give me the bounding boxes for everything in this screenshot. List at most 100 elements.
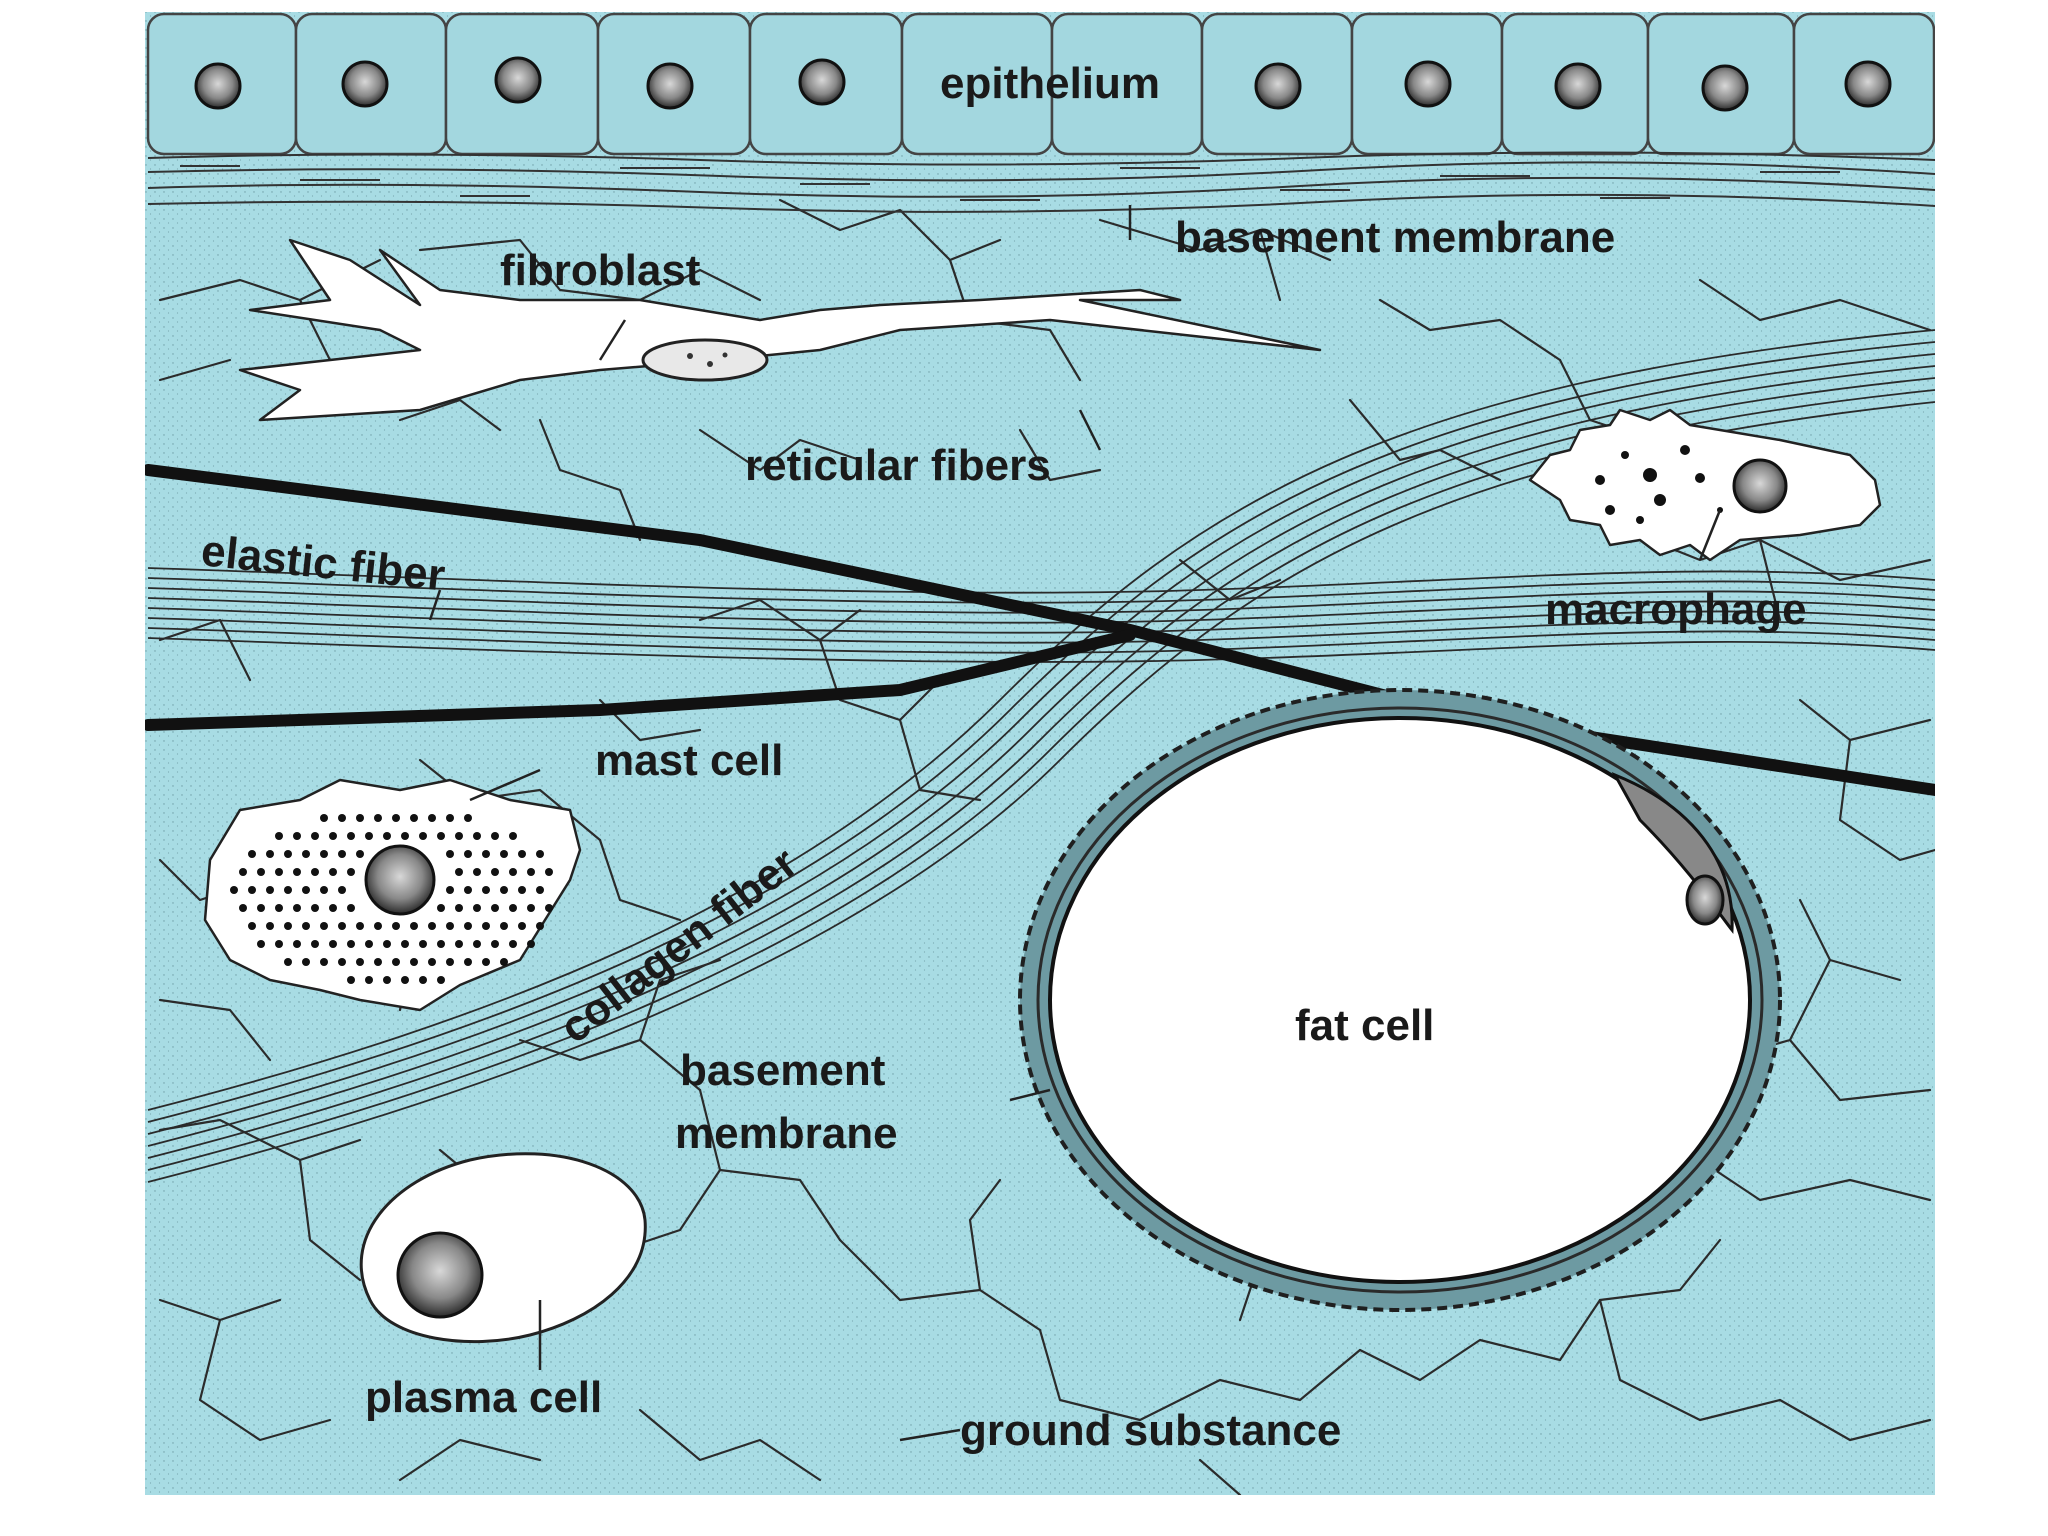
mast-cell-granule	[527, 904, 535, 912]
mast-cell-granule	[527, 868, 535, 876]
basement-membrane-top	[147, 151, 1935, 213]
mast-cell-granule	[284, 922, 292, 930]
mast-cell-granule	[482, 958, 490, 966]
macrophage-cell	[1528, 408, 1882, 562]
mast-cell-granule	[311, 832, 319, 840]
mast-cell-granule	[518, 922, 526, 930]
mast-cell-granule	[293, 832, 301, 840]
epithelium-nucleus	[1701, 64, 1749, 112]
mast-cell-granule	[347, 940, 355, 948]
label-epithelium: epithelium	[940, 59, 1160, 108]
epithelium-nucleus	[1404, 60, 1452, 108]
mast-cell-granule	[383, 976, 391, 984]
mast-cell-granule	[392, 814, 400, 822]
mast-cell-granule	[527, 940, 535, 948]
mast-cell-granule	[302, 850, 310, 858]
mast-cell-granule	[239, 868, 247, 876]
mast-cell-granule	[338, 922, 346, 930]
mast-cell-granule	[275, 832, 283, 840]
epithelium-nucleus	[494, 56, 542, 104]
mast-cell-granule	[266, 886, 274, 894]
macrophage-nucleus	[1732, 458, 1788, 514]
epithelium-nucleus	[1844, 60, 1892, 108]
epithelium-nucleus	[1254, 62, 1302, 110]
mast-cell-granules	[230, 814, 553, 984]
mast-cell-granule	[473, 904, 481, 912]
mast-cell-granule	[545, 868, 553, 876]
mast-cell-granule	[464, 814, 472, 822]
mast-cell-granule	[347, 976, 355, 984]
mast-cell-granule	[293, 868, 301, 876]
mast-cell-granule	[356, 958, 364, 966]
mast-cell-granule	[347, 868, 355, 876]
mast-cell-granule	[491, 832, 499, 840]
mast-cell-granule	[428, 814, 436, 822]
mast-cell-granule	[545, 904, 553, 912]
mast-cell-granule	[275, 868, 283, 876]
label-reticular-fibers: reticular fibers	[745, 441, 1051, 490]
mast-cell-granule	[302, 922, 310, 930]
mast-cell-granule	[284, 958, 292, 966]
mast-cell-granule	[392, 958, 400, 966]
mast-cell-granule	[428, 922, 436, 930]
mast-cell-granule	[347, 832, 355, 840]
mast-cell-granule	[320, 814, 328, 822]
mast-cell-granule	[374, 814, 382, 822]
mast-cell-granule	[455, 832, 463, 840]
mast-cell-granule	[257, 940, 265, 948]
epithelium-layer	[146, 12, 1935, 156]
mast-cell-granule	[473, 832, 481, 840]
plasma-cell	[359, 1152, 647, 1344]
mast-cell-granule	[446, 958, 454, 966]
epithelium-nucleus	[798, 58, 846, 106]
mast-cell-granule	[338, 814, 346, 822]
mast-cell-granule	[311, 904, 319, 912]
label-macrophage: macrophage	[1545, 585, 1807, 634]
mast-cell-granule	[230, 886, 238, 894]
mast-cell-granule	[473, 868, 481, 876]
mast-cell-granule	[293, 904, 301, 912]
mast-cell-granule	[365, 940, 373, 948]
mast-cell-granule	[293, 940, 301, 948]
mast-cell-granule	[419, 976, 427, 984]
label-leader-lines	[428, 205, 1722, 1442]
mast-cell-granule	[482, 886, 490, 894]
mast-cell-granule	[410, 958, 418, 966]
mast-cell-granule	[302, 958, 310, 966]
mast-cell-granule	[464, 886, 472, 894]
mast-cell-granule	[257, 868, 265, 876]
mast-cell-granule	[437, 904, 445, 912]
mast-cell-granule	[518, 886, 526, 894]
mast-cell-granule	[302, 886, 310, 894]
mast-cell-granule	[500, 922, 508, 930]
mast-cell-granule	[437, 976, 445, 984]
mast-cell-granule	[374, 958, 382, 966]
mast-cell-granule	[275, 904, 283, 912]
mast-cell-granule	[536, 886, 544, 894]
fibroblast-cell	[238, 238, 1322, 422]
mast-cell-granule	[437, 940, 445, 948]
epithelium-nucleus	[194, 62, 242, 110]
mast-cell-granule	[266, 922, 274, 930]
mast-cell-granule	[410, 922, 418, 930]
mast-cell-granule	[509, 940, 517, 948]
label-basement-membrane-fat-line2: membrane	[675, 1109, 898, 1158]
mast-cell-granule	[518, 850, 526, 858]
elastic-fibers	[145, 464, 1935, 796]
mast-cell-granule	[311, 940, 319, 948]
fat-cell	[1018, 688, 1782, 1312]
label-fibroblast: fibroblast	[500, 246, 701, 295]
mast-cell-granule	[491, 904, 499, 912]
fat-cell-nucleus	[1685, 874, 1725, 926]
mast-cell-granule	[365, 832, 373, 840]
mast-cell-granule	[311, 868, 319, 876]
epithelium-nucleus	[1554, 62, 1602, 110]
label-mast-cell: mast cell	[595, 736, 783, 785]
mast-cell-granule	[329, 904, 337, 912]
mast-cell-granule	[446, 850, 454, 858]
mast-cell-granule	[509, 904, 517, 912]
label-ground-substance: ground substance	[960, 1406, 1341, 1455]
mast-cell-granule	[428, 958, 436, 966]
mast-cell-granule	[320, 886, 328, 894]
